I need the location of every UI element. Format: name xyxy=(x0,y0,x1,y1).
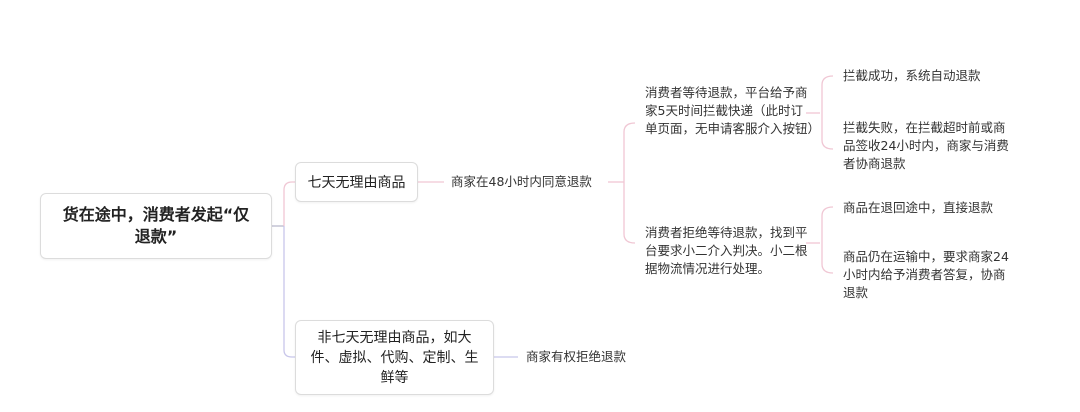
branch-node-seven-day-return[interactable]: 七天无理由商品 xyxy=(295,162,418,202)
branch-node-label: 非七天无理由商品，如大件、虚拟、代购、定制、生鲜等 xyxy=(310,329,479,386)
subtopic-label: 拦截成功，系统自动退款 xyxy=(843,68,981,83)
subtopic-intercept-failed[interactable]: 拦截失败，在拦截超时前或商品签收24小时内，商家与消费者协商退款 xyxy=(843,119,1013,173)
subtopic-label: 消费者等待退款，平台给予商家5天时间拦截快递（此时订单页面，无申请客服介入按钮） xyxy=(645,85,821,136)
subtopic-label: 商家有权拒绝退款 xyxy=(526,349,627,364)
subtopic-label: 商品仍在运输中，要求商家24小时内给予消费者答复，协商退款 xyxy=(843,249,1009,300)
subtopic-label: 商品在退回途中，直接退款 xyxy=(843,200,994,215)
root-node-label: 货在途中，消费者发起“仅退款” xyxy=(62,205,250,246)
branch-node-non-seven-day-return[interactable]: 非七天无理由商品，如大件、虚拟、代购、定制、生鲜等 xyxy=(295,320,494,395)
subtopic-label: 消费者拒绝等待退款，找到平台要求小二介入判决。小二根据物流情况进行处理。 xyxy=(645,225,808,276)
subtopic-intercept-success[interactable]: 拦截成功，系统自动退款 xyxy=(843,67,1018,85)
subtopic-goods-returning[interactable]: 商品在退回途中，直接退款 xyxy=(843,199,1018,217)
subtopic-merchant-agree-48h[interactable]: 商家在48小时内同意退款 xyxy=(451,173,592,191)
subtopic-merchant-may-refuse[interactable]: 商家有权拒绝退款 xyxy=(526,348,626,366)
subtopic-goods-in-transit[interactable]: 商品仍在运输中，要求商家24小时内给予消费者答复，协商退款 xyxy=(843,248,1013,302)
subtopic-label: 商家在48小时内同意退款 xyxy=(451,174,592,189)
subtopic-consumer-refuses-wait[interactable]: 消费者拒绝等待退款，找到平台要求小二介入判决。小二根据物流情况进行处理。 xyxy=(645,224,815,278)
subtopic-consumer-waits[interactable]: 消费者等待退款，平台给予商家5天时间拦截快递（此时订单页面，无申请客服介入按钮） xyxy=(645,84,820,138)
subtopic-label: 拦截失败，在拦截超时前或商品签收24小时内，商家与消费者协商退款 xyxy=(843,120,1009,171)
branch-node-label: 七天无理由商品 xyxy=(307,175,406,191)
root-node[interactable]: 货在途中，消费者发起“仅退款” xyxy=(40,193,272,259)
